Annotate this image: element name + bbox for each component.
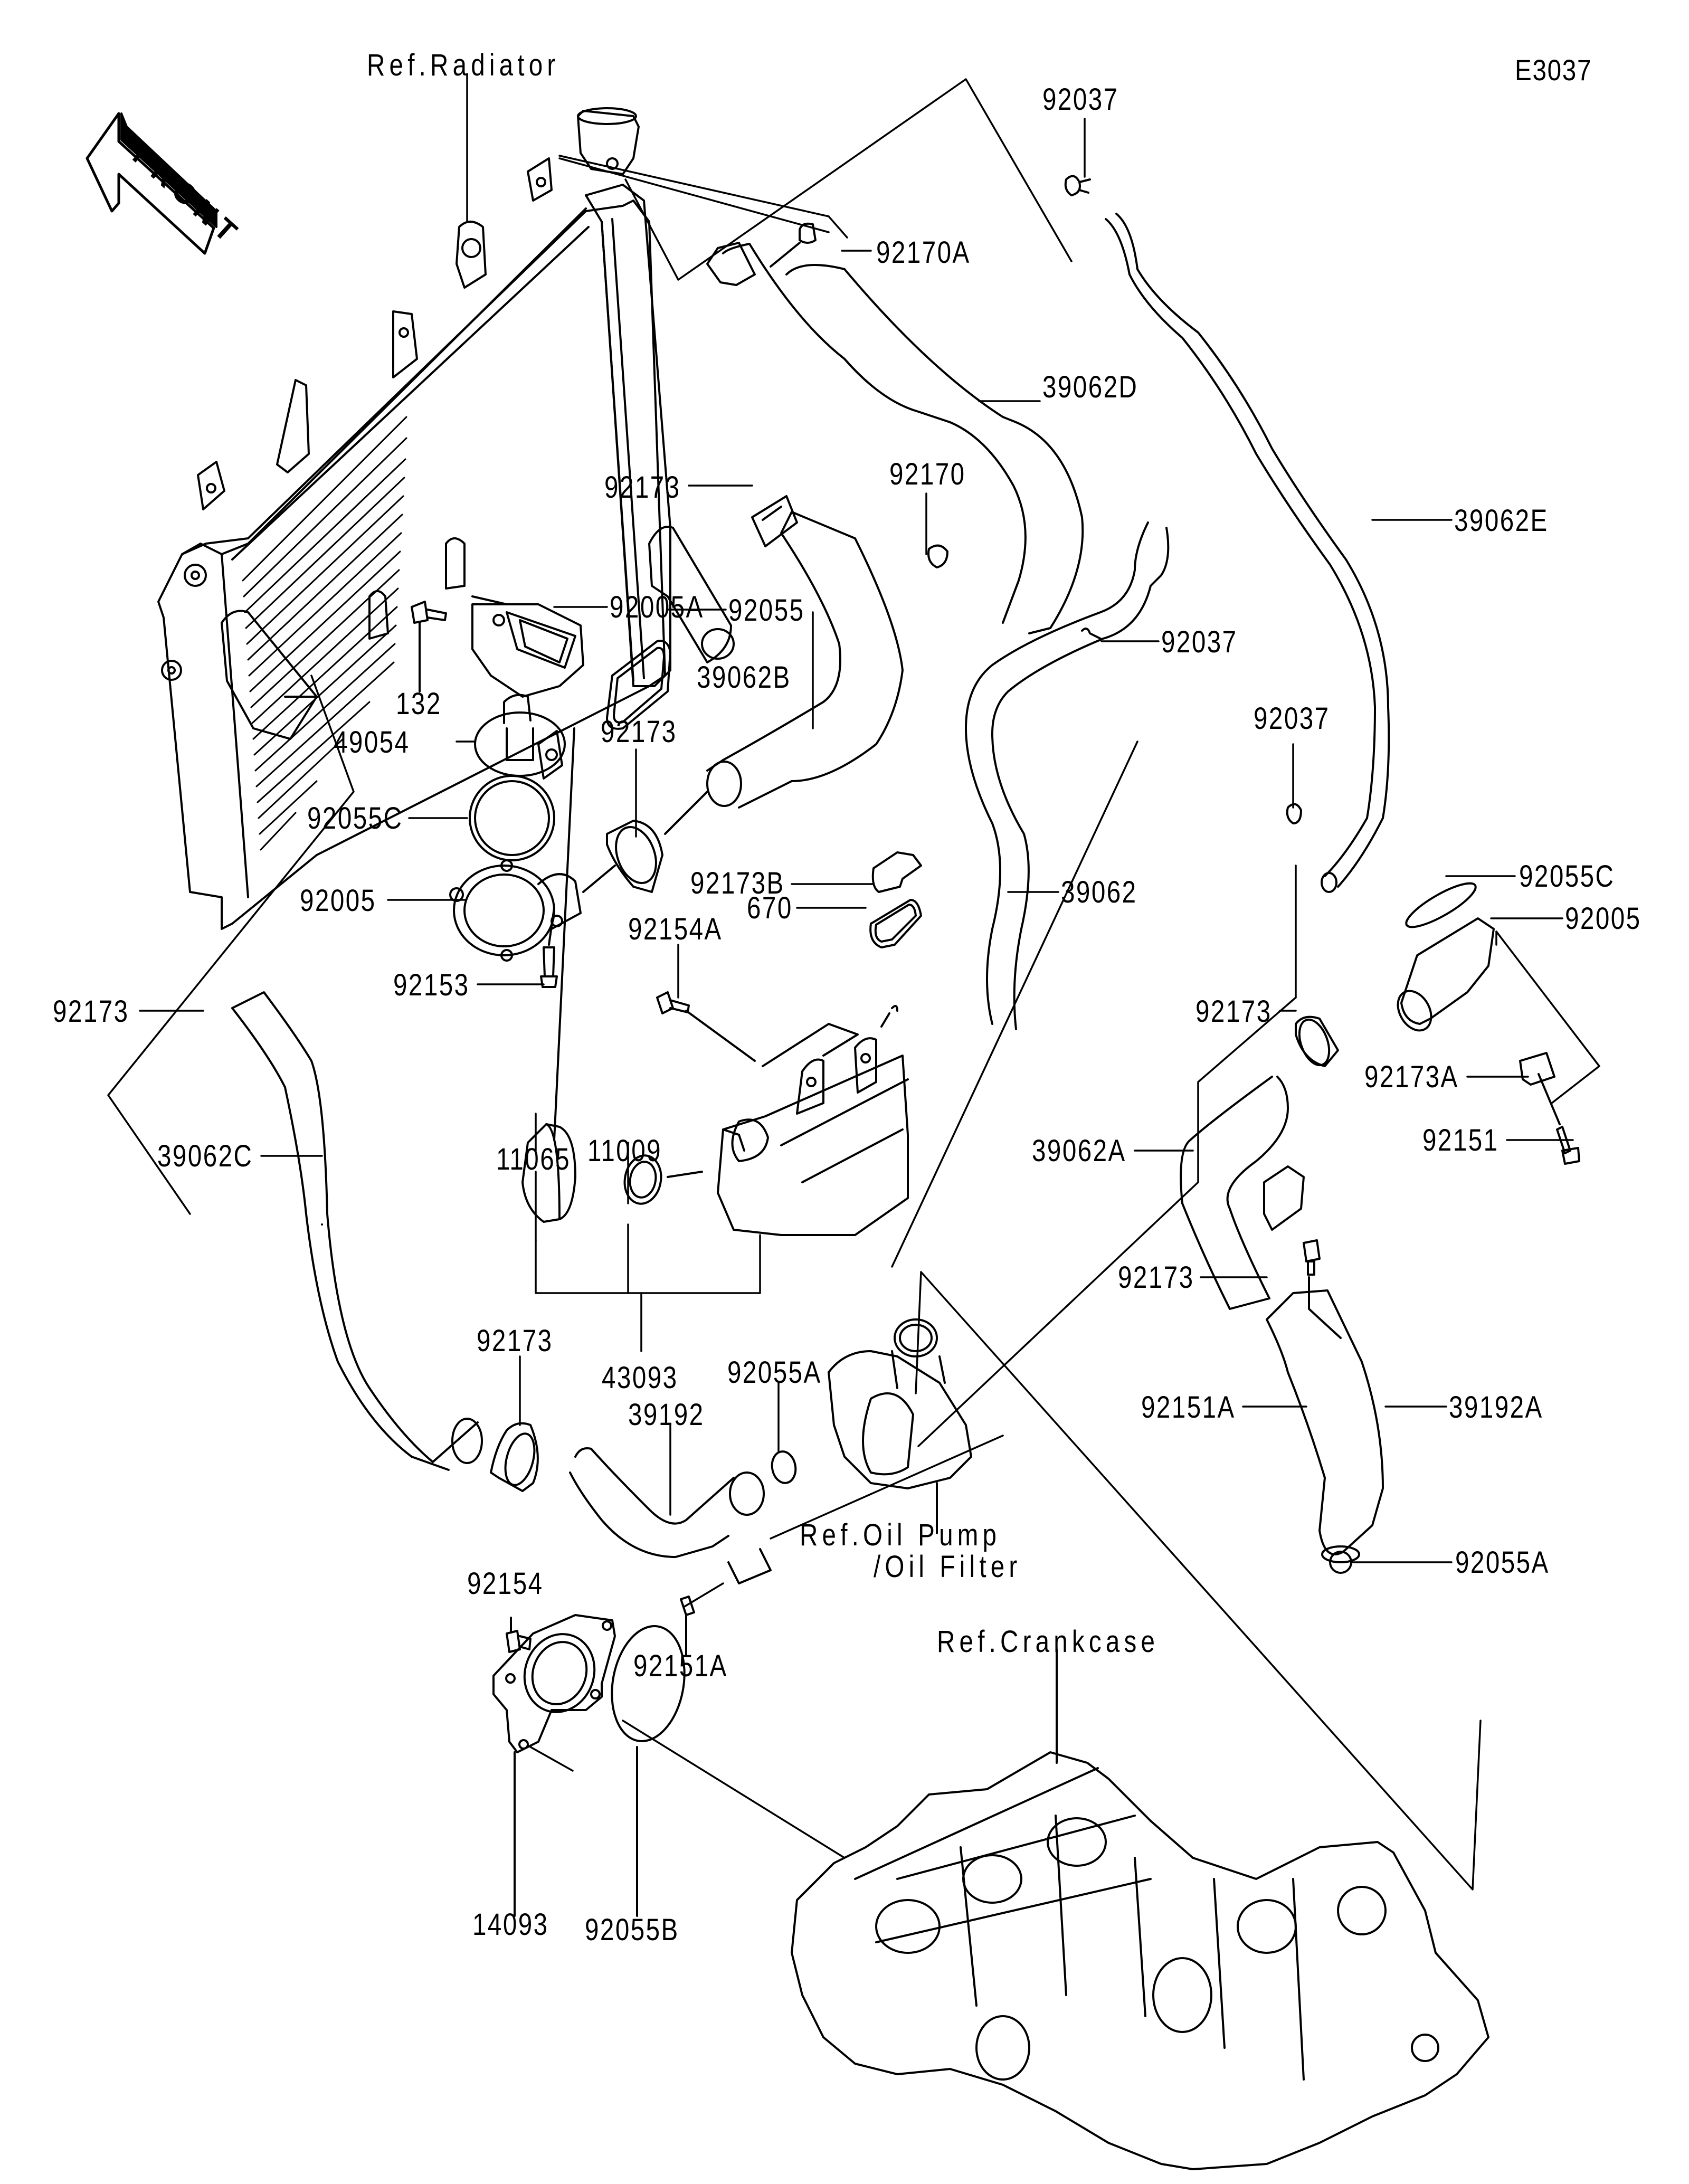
callout-leaders [139,250,1574,1563]
callout-92005-right: 92005 [1565,901,1641,936]
callout-92055C-left: 92055C [307,801,403,835]
callout-39062B: 39062B [697,660,791,695]
diagram-code: E3037 [1515,53,1592,87]
callout-92173-right: 92173 [1195,994,1272,1029]
callout-670: 670 [747,891,793,925]
callout-92055: 92055 [728,593,805,628]
hoses [231,213,1390,1584]
callout-92055A-right: 92055A [1455,1545,1550,1580]
components [411,175,1580,2170]
callout-92037-right: 92037 [1254,701,1330,736]
callout-92153: 92153 [393,968,470,1002]
callout-92173-lower-right: 92173 [1118,1260,1194,1295]
callout-92055A-left: 92055A [727,1355,822,1390]
ref-oil-pump-label: Ref.Oil Pump [800,1518,1001,1552]
callout-92173-mid: 92173 [601,715,677,749]
callout-39192A: 39192A [1449,1390,1543,1425]
leader-lines [107,73,1600,1891]
callout-39062: 39062 [1061,875,1137,909]
callout-39062D: 39062D [1042,370,1138,404]
callout-39062E: 39062E [1454,504,1549,538]
callout-92173-left: 92173 [53,994,129,1029]
ref-crankcase-label: Ref.Crankcase [937,1625,1160,1659]
callout-39062A: 39062A [1032,1134,1126,1168]
ref-oil-filter-label: /Oil Filter [874,1550,1022,1584]
radiator-drawing [157,107,735,930]
callout-92055C-right: 92055C [1519,859,1615,894]
callout-11065: 11065 [496,1142,571,1176]
callout-39062C: 39062C [157,1139,253,1173]
callout-92151A-bottom: 92151A [633,1649,728,1683]
callout-14093: 14093 [472,1907,549,1942]
callout-92173-upper: 92173 [604,470,681,505]
callout-92151: 92151 [1422,1123,1499,1157]
callout-92154A: 92154A [628,912,723,946]
callout-92173-lower: 92173 [477,1324,553,1358]
callout-92151A-right: 92151A [1141,1390,1236,1425]
ref-radiator-label: Ref.Radiator [367,48,560,82]
front-arrow-icon: FRONT [86,112,248,255]
callout-43093: 43093 [602,1361,678,1395]
callout-92154: 92154 [467,1566,544,1601]
callout-49054: 49054 [334,725,410,759]
callout-11009: 11009 [587,1134,662,1168]
callout-92170A: 92170A [876,235,971,270]
callout-92173B: 92173B [690,866,785,900]
callout-92037-middle: 92037 [1161,625,1238,659]
callout-92170: 92170 [889,457,966,491]
callout-132: 132 [396,687,442,721]
callout-92005-left: 92005 [300,884,376,918]
callout-92005A: 92005A [610,590,704,624]
callout-92055B: 92055B [585,1913,679,1947]
callout-92037-top: 92037 [1042,82,1119,117]
callout-39192: 39192 [628,1398,705,1432]
callout-92173A: 92173A [1364,1060,1459,1094]
